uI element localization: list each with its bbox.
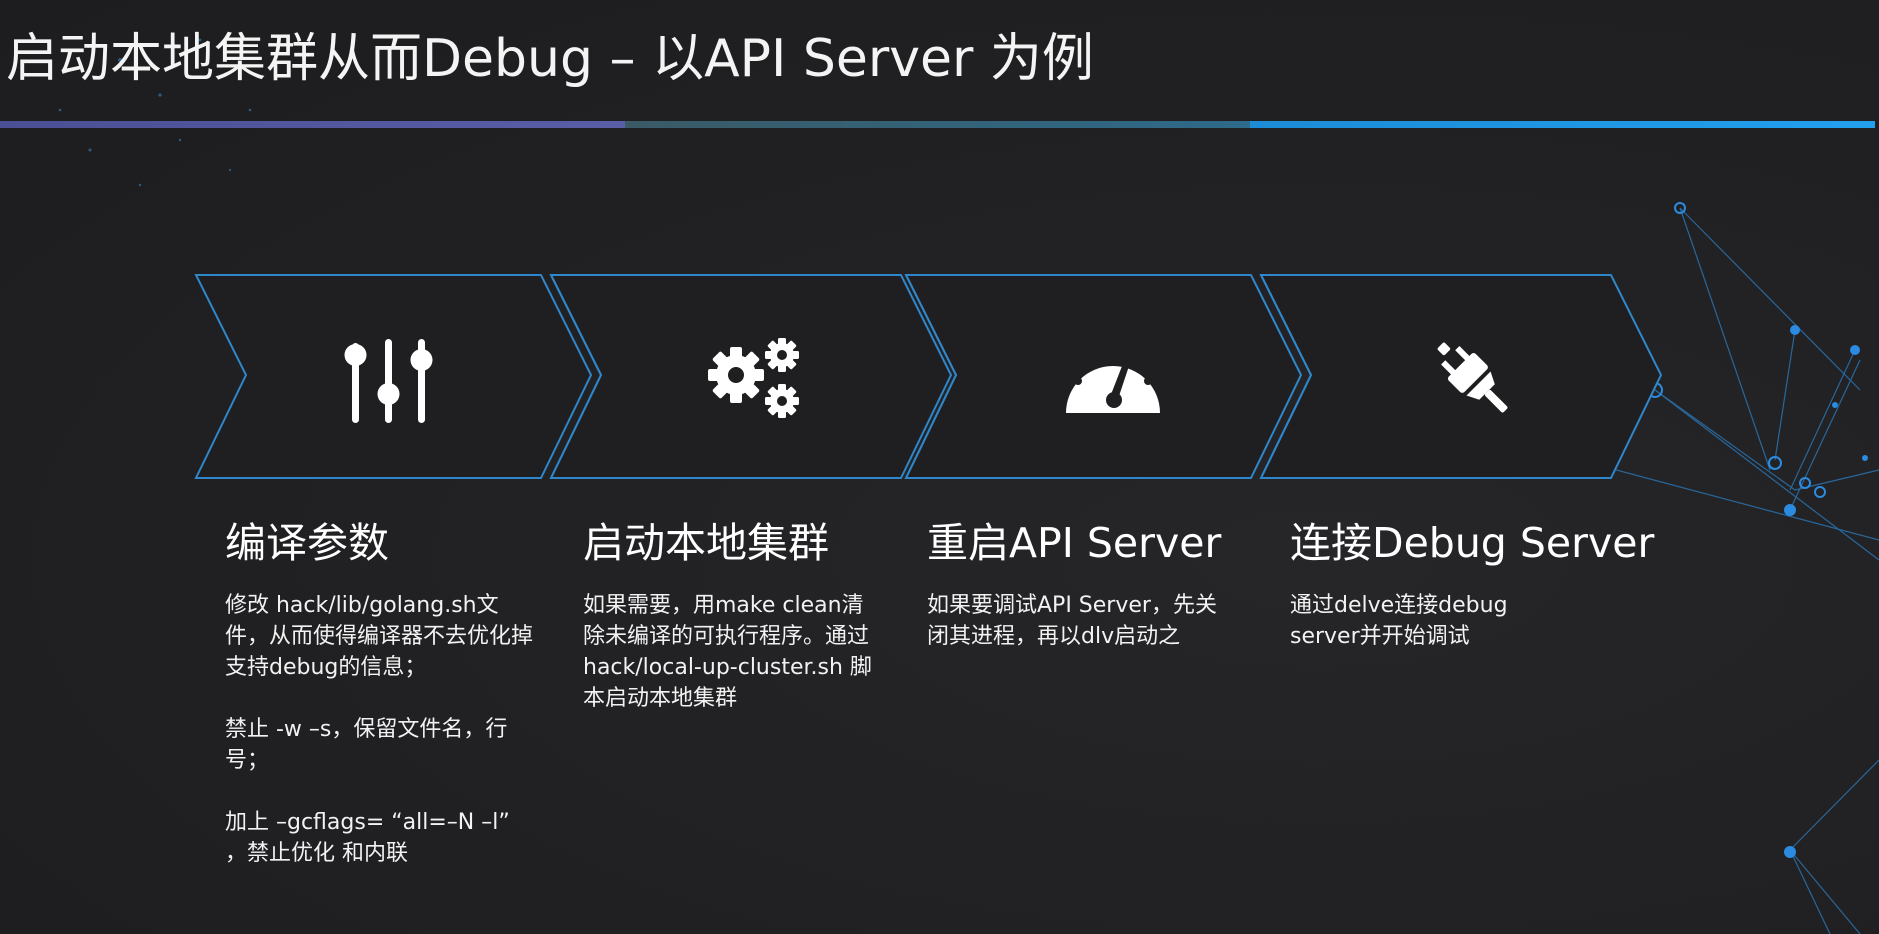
step-1-title: 编译参数 [225, 519, 389, 567]
step-4-title: 连接Debug Server [1290, 519, 1655, 567]
step-4-paragraph: 通过delve连接debug server并开始调试 [1290, 593, 1508, 649]
underline-segment-2 [625, 121, 1250, 128]
speedometer-icon [1066, 343, 1160, 413]
gears-icon [708, 338, 799, 418]
step-1-paragraph: 修改 hack/lib/golang.sh文件，从而使得编译器不去优化掉支持de… [225, 593, 534, 680]
slide-title: 启动本地集群从而Debug – 以API Server 为例 [6, 29, 1094, 89]
step-3-paragraph: 如果要调试API Server，先关闭其进程，再以dlv启动之 [927, 593, 1217, 649]
step-3-title: 重启API Server [927, 519, 1222, 567]
sliders-icon [344, 339, 433, 423]
underline-segment-3 [1250, 121, 1875, 128]
step-1-paragraph: 加上 –gcflags= “all=–N –l” ，禁止优化 和内联 [225, 810, 510, 866]
step-2-paragraph: 如果需要，用make clean清除未编译的可执行程序。通过 hack/loca… [583, 593, 872, 711]
step-2-description: 如果需要，用make clean清除未编译的可执行程序。通过 hack/loca… [583, 590, 883, 745]
step-2-title: 启动本地集群 [583, 519, 829, 567]
step-4-description: 通过delve连接debug server并开始调试 [1290, 590, 1560, 683]
plug-icon [1437, 342, 1508, 413]
chevron-step-1 [194, 274, 593, 479]
title-underline [0, 121, 1875, 128]
underline-segment-1 [0, 121, 625, 128]
step-1-description: 修改 hack/lib/golang.sh文件，从而使得编译器不去优化掉支持de… [225, 590, 535, 900]
step-1-paragraph: 禁止 -w –s，保留文件名，行号； [225, 717, 508, 773]
step-3-description: 如果要调试API Server，先关闭其进程，再以dlv启动之 [927, 590, 1222, 683]
